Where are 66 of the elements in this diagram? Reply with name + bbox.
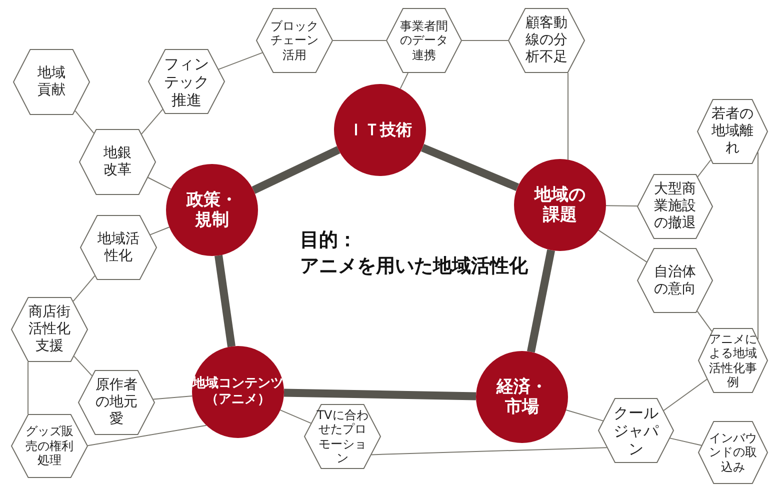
node-label: 地域貢献 xyxy=(36,65,66,99)
node-label: 顧客動線の分析不足 xyxy=(524,15,568,66)
thick-connector xyxy=(214,254,236,348)
connector-line xyxy=(148,177,172,190)
node-label: グッズ販売の権利処理 xyxy=(24,424,74,468)
node-label: アニメによる地域活性化事例 xyxy=(708,332,758,390)
node-label: 若者の地域離れ xyxy=(710,106,754,157)
connector-line xyxy=(74,356,92,376)
connector-line xyxy=(141,108,164,134)
node-label: フィンテック推進 xyxy=(163,54,210,108)
node-label: 地銀改革 xyxy=(102,145,132,179)
node-label: 地域コンテンツ（アニメ） xyxy=(192,376,284,408)
node-label: 原作者の地元愛 xyxy=(94,377,138,428)
connector-line xyxy=(663,378,708,411)
hexagon-node xyxy=(386,8,462,73)
thick-connector xyxy=(526,249,556,353)
hexagon-node xyxy=(304,404,381,469)
node-label: 政策・規制 xyxy=(185,190,238,230)
connector-line xyxy=(606,205,638,206)
hexagon-node xyxy=(80,215,157,280)
hexagon-node xyxy=(508,8,585,73)
connector-line xyxy=(218,52,263,70)
thick-connector xyxy=(252,146,340,194)
node-label: 自治体の意向 xyxy=(653,264,697,298)
node-label: ブロックチェーン活用 xyxy=(270,18,320,62)
connector-line xyxy=(152,396,193,400)
thick-connector xyxy=(284,388,476,400)
connector-line xyxy=(400,72,408,90)
hexagon-node xyxy=(637,248,713,313)
connector-line xyxy=(566,410,604,422)
node-label: ＩＴ技術 xyxy=(347,120,413,140)
connector-line xyxy=(280,410,312,424)
node-label: TVに合わせたプロモーション xyxy=(316,408,370,466)
connector-line xyxy=(74,110,94,134)
hexagon-node xyxy=(637,174,713,239)
node-label: 経済・市場 xyxy=(495,376,548,418)
node-label: インバウンドの取込み xyxy=(708,430,758,474)
hexagon-node xyxy=(79,129,156,195)
hexagon-node xyxy=(11,414,88,478)
connector-line xyxy=(87,424,207,446)
connector-line xyxy=(371,447,608,456)
hexagon-node xyxy=(256,8,333,73)
node-label: クールジャパン xyxy=(612,404,660,458)
diagram-title: 目的：アニメを用いた地域活性化 xyxy=(300,228,529,279)
connector-line xyxy=(150,226,170,236)
hexagon-node xyxy=(598,398,674,463)
node-label: 事業者間のデータ連携 xyxy=(399,18,449,62)
node-label: 大型商業施設の撤退 xyxy=(653,181,697,232)
node-label: 商店街活性化支援 xyxy=(28,304,72,355)
connector-line xyxy=(332,40,386,41)
hexagon-node xyxy=(697,99,768,164)
hexagon-node xyxy=(148,49,225,114)
connector-line xyxy=(72,275,96,302)
connector-line xyxy=(670,438,702,446)
node-label: 地域の課題 xyxy=(533,184,586,226)
connector-line xyxy=(598,230,648,262)
hexagon-node xyxy=(13,49,90,115)
connector-line xyxy=(696,310,712,332)
connector-line xyxy=(462,40,508,41)
hexagon-node xyxy=(11,297,88,362)
hexagon-node xyxy=(698,328,768,393)
hexagon-node xyxy=(78,370,155,435)
thick-connector xyxy=(420,144,520,191)
connector-line xyxy=(697,160,712,178)
hexagon-node xyxy=(698,421,768,484)
node-label: 地域活性化 xyxy=(96,230,140,264)
